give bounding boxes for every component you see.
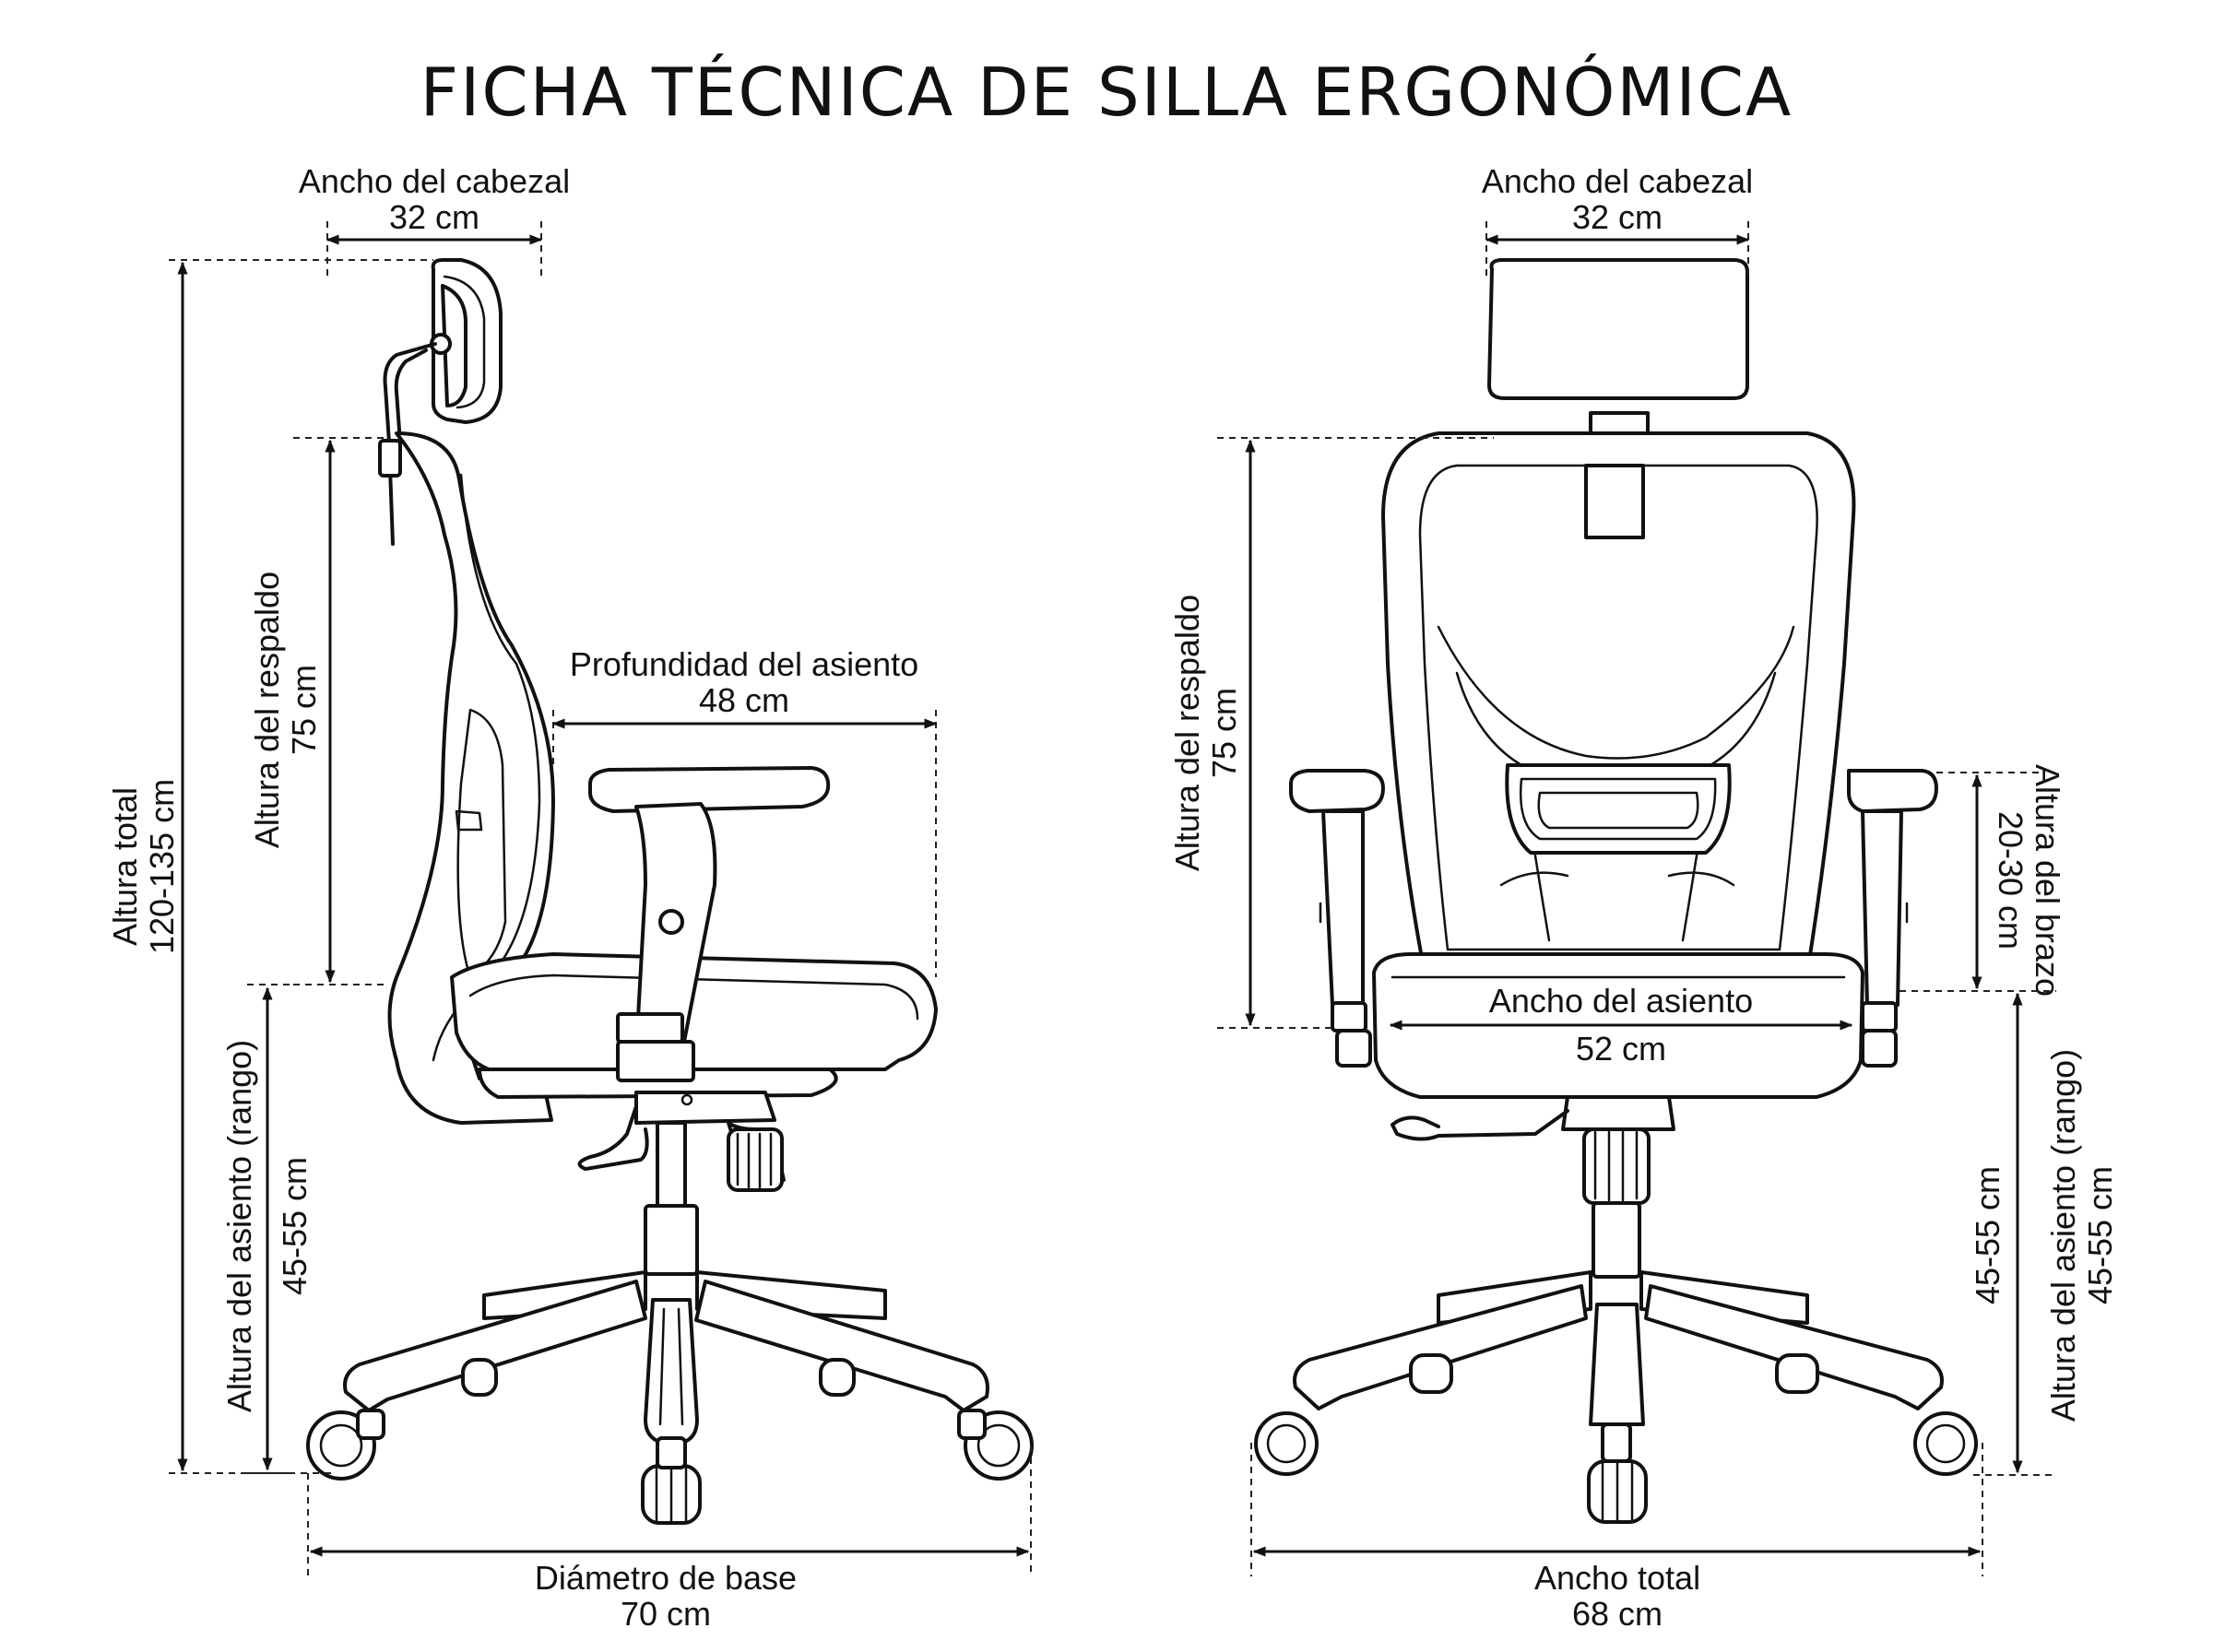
front-dim-headrest-width: Ancho del cabezal 32 cm [1482, 162, 1753, 277]
page-title: FICHA TÉCNICA DE SILLA ERGONÓMICA [420, 53, 1793, 131]
side-seat-depth-value: 48 cm [699, 681, 789, 719]
side-base-diameter-value: 70 cm [621, 1595, 711, 1633]
side-headrest-post [383, 342, 437, 546]
front-lumbar-support [1499, 763, 1735, 887]
front-backrest [1381, 431, 1856, 974]
front-seat-width-label: Ancho del asiento [1489, 982, 1753, 1020]
side-seat-height-value: 45-55 cm [276, 1157, 314, 1295]
side-total-height-label: Altura total [106, 787, 144, 946]
side-base-diameter-label: Diámetro de base [535, 1559, 797, 1597]
front-seat-height-label: Altura del asiento (rango) [2044, 1049, 2082, 1422]
side-dim-seat-depth: Profundidad del asiento 48 cm [551, 645, 938, 977]
front-backrest-height-value: 75 cm [1205, 688, 1243, 778]
side-headrest [430, 258, 503, 424]
front-dim-armrest-height: Altura del brazo 20-30 cm [1899, 764, 2066, 997]
front-base [1293, 1270, 1944, 1426]
front-dim-seat-height: 45-55 cm Altura del asiento (rango) 45-5… [1899, 990, 2119, 1476]
side-total-height-value: 120-135 cm [143, 779, 181, 954]
side-armrest [588, 766, 831, 1082]
front-backrest-height-label: Altura del respaldo [1168, 595, 1206, 871]
front-dim-seat-width: Ancho del asiento 52 cm [1389, 982, 1853, 1068]
front-dim-total-width: Ancho total 68 cm [1250, 1443, 1983, 1633]
front-armrests [1289, 769, 1938, 1068]
front-headrest-mount [1589, 411, 1650, 435]
front-casters [1254, 1353, 1978, 1524]
front-total-width-value: 68 cm [1572, 1595, 1663, 1633]
side-casters [306, 1358, 1034, 1525]
side-backrest-height-value: 75 cm [285, 665, 323, 755]
side-dim-headrest-width: Ancho del cabezal 32 cm [299, 162, 570, 277]
side-backrest-height-label: Altura del respaldo [248, 572, 286, 848]
front-armrest-height-label: Altura del brazo [2029, 764, 2066, 997]
side-base [343, 1270, 989, 1445]
front-seat-height-value-right: 45-55 cm [2081, 1166, 2119, 1304]
side-seat-depth-label: Profundidad del asiento [570, 645, 918, 683]
side-headrest-width-value: 32 cm [389, 198, 479, 236]
side-mechanism [577, 1091, 786, 1192]
side-dim-base-diameter: Diámetro de base 70 cm [307, 1446, 1032, 1633]
front-dimensions: Ancho del cabezal 32 cm Altura del respa… [1168, 162, 2119, 1633]
side-dim-backrest-height: Altura del respaldo 75 cm [248, 437, 387, 985]
side-dim-seat-height: Altura del asiento (rango) 45-55 cm [220, 984, 314, 1474]
front-headrest [1487, 258, 1749, 400]
front-seat-height-value-left: 45-55 cm [1969, 1166, 2006, 1304]
side-dim-total-height: Altura total 120-135 cm [106, 259, 433, 1474]
side-dimensions: Ancho del cabezal 32 cm Altura total 120… [106, 162, 1032, 1633]
side-gas-lift [656, 1121, 687, 1208]
front-seat-width-value: 52 cm [1576, 1030, 1666, 1068]
front-headrest-width-label: Ancho del cabezal [1482, 162, 1753, 200]
front-view-chair [1254, 258, 1978, 1524]
front-dim-backrest-height: Altura del respaldo 75 cm [1168, 437, 1494, 1029]
front-headrest-width-value: 32 cm [1572, 198, 1663, 236]
front-armrest-height-value: 20-30 cm [1992, 811, 2030, 950]
front-gas-lift [1582, 1127, 1651, 1205]
front-total-width-label: Ancho total [1534, 1559, 1700, 1597]
side-view-chair [306, 258, 1034, 1525]
side-headrest-width-label: Ancho del cabezal [299, 162, 570, 200]
side-seat-height-label: Altura del asiento (rango) [220, 1040, 258, 1412]
side-seat [450, 952, 938, 1099]
